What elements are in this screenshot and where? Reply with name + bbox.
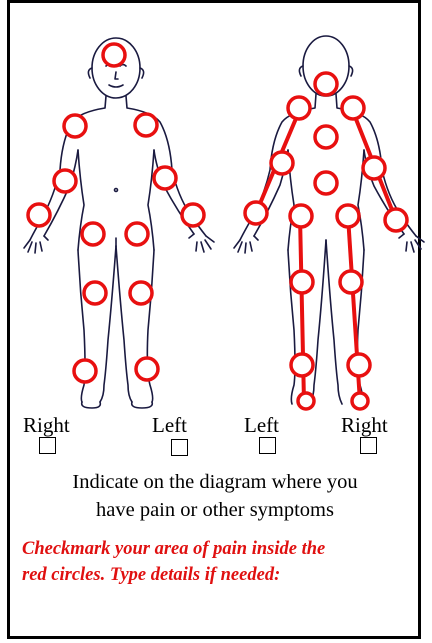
back-right-heel-circle[interactable]: [352, 393, 368, 409]
back-right-label: Right: [341, 413, 388, 438]
back-neck-circle[interactable]: [315, 73, 337, 95]
front-head-circle[interactable]: [103, 44, 125, 66]
back-left-checkbox[interactable]: [259, 437, 276, 454]
back-right-elbow-circle[interactable]: [363, 157, 385, 179]
checkmark-note-line-1: Checkmark your area of pain inside the: [22, 537, 412, 562]
front-left-knee-circle[interactable]: [130, 282, 152, 304]
front-right-hand-circle[interactable]: [28, 204, 50, 226]
front-left-label: Left: [152, 413, 187, 438]
back-right-shoulder-circle[interactable]: [342, 97, 364, 119]
front-left-elbow-circle[interactable]: [154, 167, 176, 189]
front-left-hand-circle[interactable]: [182, 204, 204, 226]
back-upper-back-circle[interactable]: [315, 126, 337, 148]
back-right-ankle-circle[interactable]: [348, 354, 370, 376]
instruction-line-1: Indicate on the diagram where you: [20, 469, 410, 496]
instruction-line-2: have pain or other symptoms: [20, 497, 410, 524]
front-right-checkbox[interactable]: [39, 437, 56, 454]
front-right-shoulder-circle[interactable]: [64, 115, 86, 137]
front-right-knee-circle[interactable]: [84, 282, 106, 304]
back-lower-back-circle[interactable]: [315, 172, 337, 194]
front-right-label: Right: [23, 413, 70, 438]
back-right-checkbox[interactable]: [360, 437, 377, 454]
back-right-hand-circle[interactable]: [385, 209, 407, 231]
back-left-heel-circle[interactable]: [298, 393, 314, 409]
back-left-ankle-circle[interactable]: [291, 354, 313, 376]
checkmark-note-line-2: red circles. Type details if needed:: [22, 563, 412, 588]
front-right-foot-circle[interactable]: [74, 360, 96, 382]
back-left-label: Left: [244, 413, 279, 438]
back-right-hip-circle[interactable]: [337, 205, 359, 227]
back-left-hand-circle[interactable]: [245, 202, 267, 224]
back-right-knee-circle[interactable]: [340, 271, 362, 293]
back-left-hip-circle[interactable]: [290, 205, 312, 227]
front-right-hip-circle[interactable]: [82, 223, 104, 245]
back-left-elbow-circle[interactable]: [271, 152, 293, 174]
front-left-foot-circle[interactable]: [136, 358, 158, 380]
front-right-elbow-circle[interactable]: [54, 170, 76, 192]
back-left-knee-circle[interactable]: [291, 271, 313, 293]
back-left-shoulder-circle[interactable]: [288, 97, 310, 119]
front-left-checkbox[interactable]: [171, 439, 188, 456]
front-left-shoulder-circle[interactable]: [135, 114, 157, 136]
front-left-hip-circle[interactable]: [126, 223, 148, 245]
